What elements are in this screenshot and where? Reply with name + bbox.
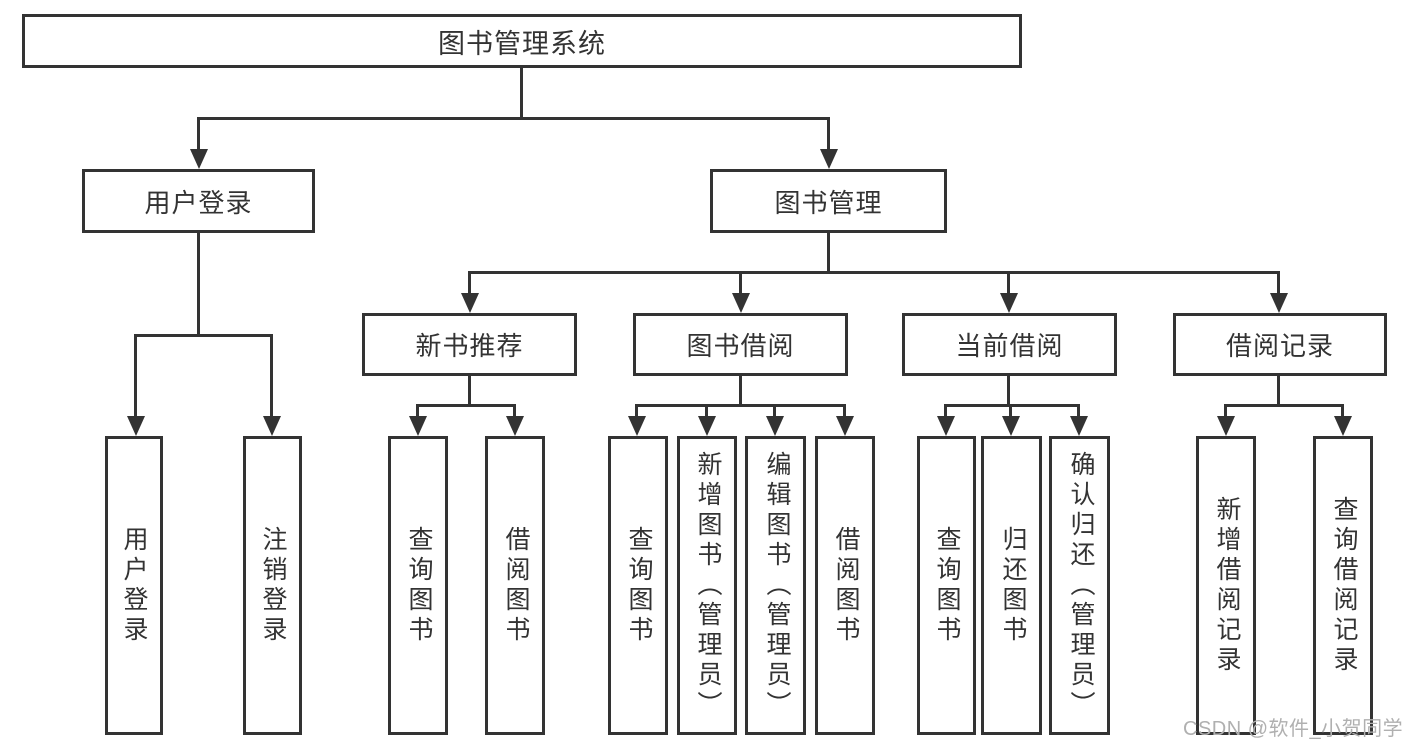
arrowhead-icon	[263, 416, 281, 436]
connector-drop-user-login	[197, 117, 200, 150]
leaf-bb-edit-book-admin: 编辑图书（管理员）	[745, 436, 806, 735]
leaf-br-add-record: 新增借阅记录	[1196, 436, 1256, 735]
connector-drop-logout-leaf	[270, 334, 273, 418]
connector-drop-current	[1007, 271, 1010, 295]
connector-drop	[944, 404, 947, 418]
arrowhead-icon	[698, 416, 716, 436]
arrowhead-icon	[836, 416, 854, 436]
connector-mgmt-stub	[827, 232, 830, 274]
connector-drop-new-book	[468, 271, 471, 295]
arrowhead-icon	[766, 416, 784, 436]
arrowhead-icon	[937, 416, 955, 436]
connector-login-stub	[197, 232, 200, 337]
connector-bb-rail	[635, 404, 845, 407]
connector-drop	[1009, 404, 1012, 418]
connector-drop-borrow	[739, 271, 742, 295]
node-book-management: 图书管理	[710, 169, 947, 233]
connector-drop	[843, 404, 846, 418]
connector-cb-stub	[1007, 375, 1010, 407]
connector-mgmt-rail	[468, 271, 1280, 274]
node-book-borrow: 图书借阅	[633, 313, 848, 376]
connector-drop	[1077, 404, 1080, 418]
leaf-nb-borrow-book: 借阅图书	[485, 436, 545, 735]
connector-br-rail	[1224, 404, 1343, 407]
arrowhead-icon	[1002, 416, 1020, 436]
arrowhead-icon	[820, 149, 838, 169]
leaf-user-login: 用户登录	[105, 436, 163, 735]
arrowhead-icon	[1270, 293, 1288, 313]
leaf-bb-query-book: 查询图书	[608, 436, 668, 735]
connector-cb-rail	[944, 404, 1080, 407]
arrowhead-icon	[127, 416, 145, 436]
arrowhead-icon	[409, 416, 427, 436]
node-new-book-recommend: 新书推荐	[362, 313, 577, 376]
node-current-borrow: 当前借阅	[902, 313, 1117, 376]
connector-root-rail	[197, 117, 830, 120]
node-user-login: 用户登录	[82, 169, 315, 233]
connector-drop	[635, 404, 638, 418]
leaf-bb-add-book-admin: 新增图书（管理员）	[677, 436, 737, 735]
leaf-br-query-record: 查询借阅记录	[1313, 436, 1373, 735]
arrowhead-icon	[732, 293, 750, 313]
connector-nb-stub	[468, 375, 471, 407]
arrowhead-icon	[1334, 416, 1352, 436]
connector-drop	[513, 404, 516, 418]
arrowhead-icon	[506, 416, 524, 436]
arrowhead-icon	[1070, 416, 1088, 436]
arrowhead-icon	[461, 293, 479, 313]
arrowhead-icon	[1000, 293, 1018, 313]
arrowhead-icon	[1217, 416, 1235, 436]
leaf-cb-query-book: 查询图书	[917, 436, 976, 735]
connector-nb-rail	[416, 404, 516, 407]
connector-drop-record	[1277, 271, 1280, 295]
connector-drop-book-mgmt	[827, 117, 830, 150]
leaf-logout: 注销登录	[243, 436, 302, 735]
arrowhead-icon	[628, 416, 646, 436]
node-borrow-record: 借阅记录	[1173, 313, 1387, 376]
connector-root-stub	[520, 67, 523, 119]
leaf-nb-query-book: 查询图书	[388, 436, 448, 735]
connector-drop	[1341, 404, 1344, 418]
connector-drop	[1224, 404, 1227, 418]
arrowhead-icon	[190, 149, 208, 169]
leaf-bb-borrow-book: 借阅图书	[815, 436, 875, 735]
leaf-cb-return-book: 归还图书	[981, 436, 1042, 735]
connector-br-stub	[1277, 375, 1280, 407]
connector-drop	[705, 404, 708, 418]
connector-drop	[773, 404, 776, 418]
connector-bb-stub	[739, 375, 742, 407]
connector-login-rail	[134, 334, 273, 337]
csdn-watermark: CSDN @软件_小贺同学	[1183, 718, 1404, 740]
connector-drop-login-leaf	[134, 334, 137, 418]
connector-drop	[416, 404, 419, 418]
node-root-system: 图书管理系统	[22, 14, 1022, 68]
leaf-cb-confirm-return-admin: 确认归还（管理员）	[1049, 436, 1110, 735]
